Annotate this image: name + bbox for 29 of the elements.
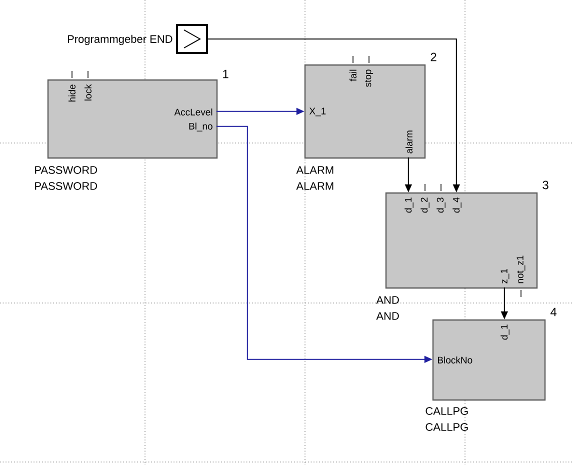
port-label: hide [68,84,76,102]
block-number: 2 [430,52,436,62]
block-type-label: Programmgeber END [68,34,172,46]
block-type-label: CALLPG [426,423,468,431]
block-type-label: AND [376,296,399,304]
port-label: BlockNo [438,356,472,364]
port-label: Bl_no [189,122,212,132]
port-label: d_3 [436,198,446,213]
port-label: fail [350,70,356,82]
block-type-label: ALARM [296,166,334,174]
block-number: 1 [223,70,228,78]
block-type-label: CALLPG [426,407,468,415]
port-label: X_1 [309,108,326,116]
block-number: 4 [550,308,557,316]
block-type-label: PASSWORD [35,166,98,174]
port-label: z_1 [500,268,510,284]
port-label: not_z1 [516,256,526,284]
block-type-label: ALARM [296,182,334,190]
port-label: lock [84,84,92,100]
block-type-label: AND [376,312,399,320]
port-label: alarm [406,130,412,154]
port-label: d_4 [452,197,462,213]
port-label: AccLevel [174,108,212,116]
port-label: d_2 [420,198,430,213]
port-label: stop [364,70,374,87]
block-type-label: PASSWORD [35,182,98,190]
block-number: 3 [542,180,548,190]
port-label: d_1 [404,198,414,213]
port-label: d_1 [500,324,510,340]
